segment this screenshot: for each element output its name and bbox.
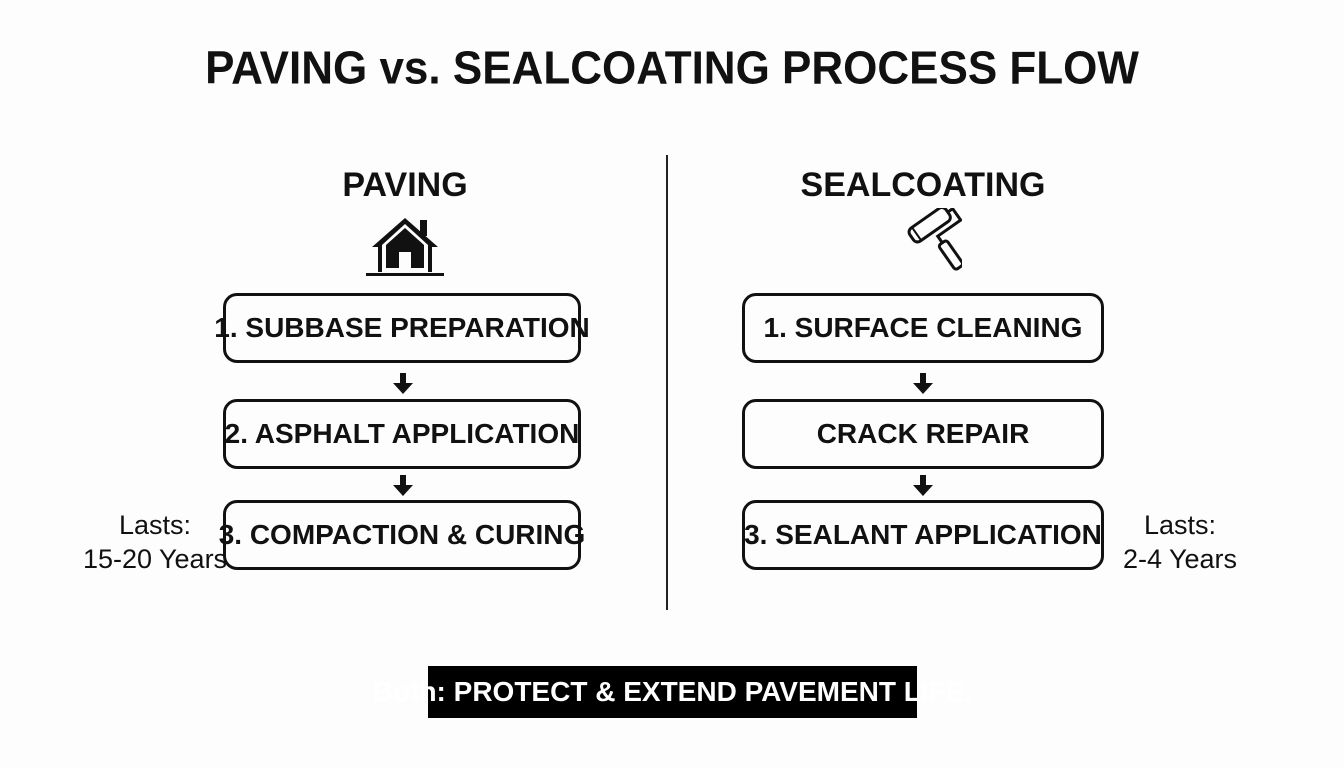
down-arrow-icon [393, 475, 413, 496]
footer-banner: Both: PROTECT & EXTEND PAVEMENT LIFE. [373, 666, 972, 718]
down-arrow-icon [393, 373, 413, 394]
paving-step-2: 2. ASPHALT APPLICATION [223, 399, 581, 469]
paving-step-3: 3. COMPACTION & CURING [219, 500, 585, 570]
paving-title: PAVING [342, 166, 468, 204]
paint-roller-icon [907, 208, 962, 271]
sealcoating-title: SEALCOATING [800, 166, 1046, 204]
sealcoating-lasts: Lasts: 2-4 Years [1100, 508, 1260, 576]
paving-lasts-label: Lasts: [118, 510, 192, 540]
paving-lasts-value: 15-20 Years [82, 544, 228, 574]
house-icon [366, 218, 444, 276]
column-divider [666, 155, 668, 610]
sealcoating-lasts-label: Lasts: [1143, 510, 1217, 540]
sealcoating-lasts-value: 2-4 Years [1122, 544, 1238, 574]
sealcoating-step-2: CRACK REPAIR [742, 399, 1104, 469]
paving-step-1: 1. SUBBASE PREPARATION [214, 293, 590, 363]
down-arrow-icon [913, 373, 933, 394]
down-arrow-icon [913, 475, 933, 496]
sealcoating-step-1: 1. SURFACE CLEANING [742, 293, 1104, 363]
sealcoating-step-3: 3. SEALANT APPLICATION [742, 500, 1104, 570]
page-title: PAVING vs. SEALCOATING PROCESS FLOW [205, 42, 1139, 95]
paving-lasts: Lasts: 15-20 Years [60, 508, 250, 576]
